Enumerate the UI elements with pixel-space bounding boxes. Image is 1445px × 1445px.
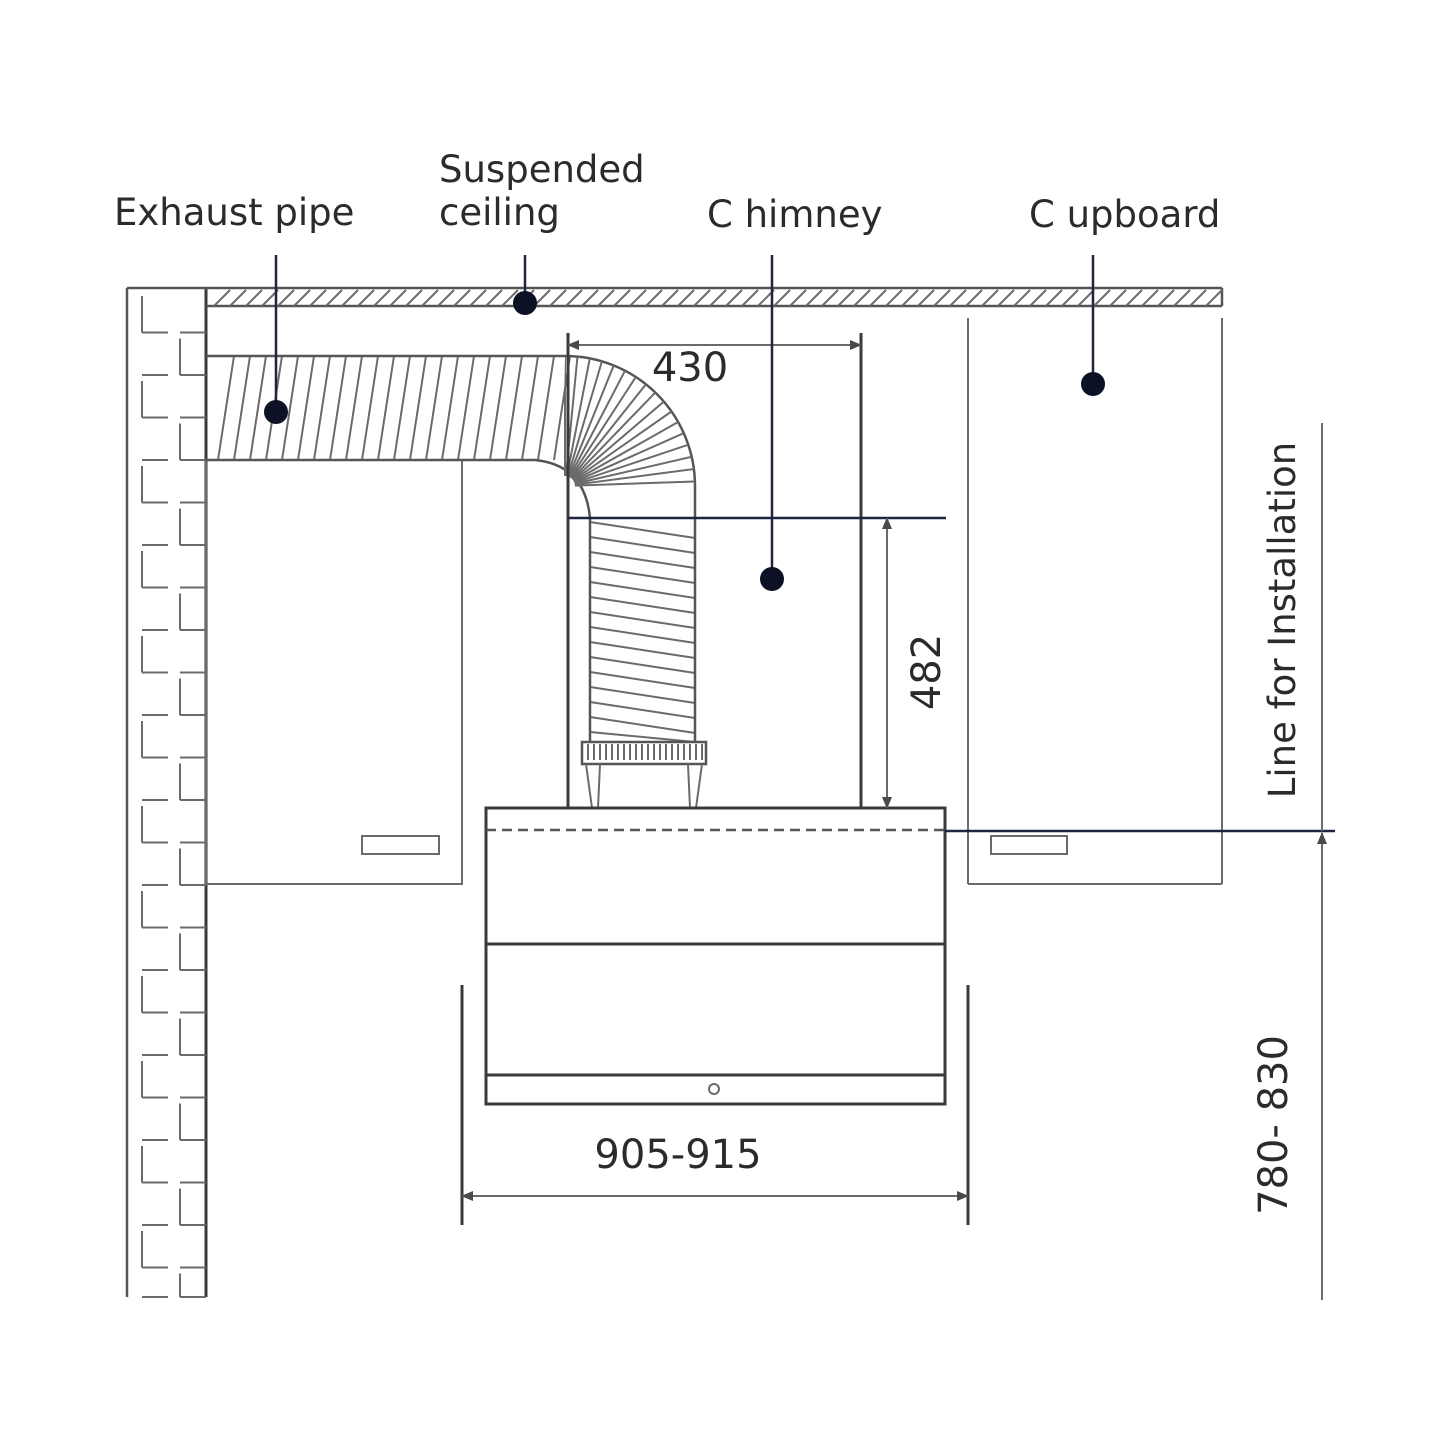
callout-leaders: [264, 255, 1105, 591]
dim-install-height-label: 780- 830: [1251, 1035, 1297, 1215]
dim-chimney-height-label: 482: [904, 634, 950, 710]
suspended-ceiling-label-line1: Suspended: [439, 148, 645, 191]
dimension-chimney-height: 482: [568, 516, 950, 809]
exhaust-pipe-label: Exhaust pipe: [114, 191, 354, 234]
exhaust-pipe-marker: [264, 400, 288, 424]
brick-wall: [125, 288, 208, 1298]
dim-chimney-width-label: 430: [652, 345, 728, 391]
right-cupboard-handle: [990, 835, 1068, 855]
cupboard-label: C upboard: [1029, 193, 1220, 236]
dimension-chimney-width: 430: [567, 340, 862, 391]
installation-line: Line for Installation 780- 830: [945, 423, 1335, 1300]
chimney-label: C himney: [707, 193, 882, 236]
suspended-ceiling-label-line2: ceiling: [439, 191, 560, 234]
left-cupboard: [205, 459, 463, 885]
suspended-ceiling-marker: [513, 291, 537, 315]
callout-labels: Exhaust pipe Suspended ceiling C himney …: [114, 148, 1220, 236]
left-cupboard-handle: [361, 835, 440, 855]
dim-hood-width-label: 905-915: [594, 1132, 761, 1178]
pipe-collar: [580, 740, 708, 766]
range-hood: [484, 806, 947, 1106]
chimney: [566, 333, 863, 808]
suspended-ceiling: [127, 286, 1224, 308]
install-line-label: Line for Installation: [1261, 442, 1304, 798]
right-cupboard: [967, 318, 1223, 885]
hood-indicator-light: [708, 1083, 720, 1095]
dimension-hood-width: 905-915: [460, 985, 970, 1225]
cupboard-marker: [1081, 372, 1105, 396]
chimney-marker: [760, 567, 784, 591]
